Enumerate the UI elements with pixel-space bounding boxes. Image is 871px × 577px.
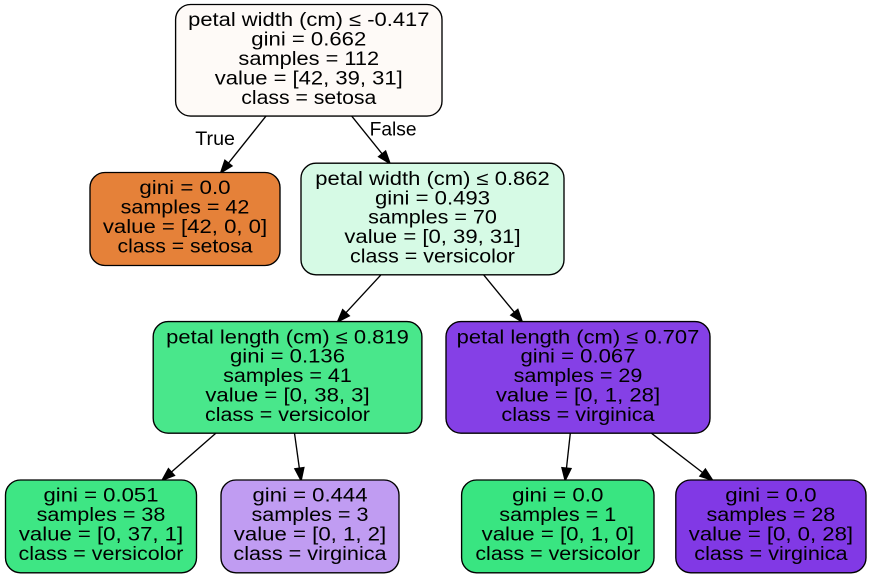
svg-text:petal width (cm) ≤ 0.862: petal width (cm) ≤ 0.862 [315,169,550,190]
svg-text:False: False [370,119,417,140]
svg-text:samples = 29: samples = 29 [514,366,643,387]
svg-text:gini = 0.0: gini = 0.0 [725,486,816,507]
svg-text:gini = 0.662: gini = 0.662 [251,30,366,51]
svg-text:class = setosa: class = setosa [118,236,253,257]
svg-text:value = [42, 0, 0]: value = [42, 0, 0] [103,217,267,238]
svg-text:samples = 41: samples = 41 [223,366,352,387]
svg-text:gini = 0.051: gini = 0.051 [44,486,159,507]
svg-text:gini = 0.444: gini = 0.444 [253,486,368,507]
svg-text:class = virginica: class = virginica [694,544,848,565]
svg-text:gini = 0.493: gini = 0.493 [375,188,490,209]
svg-text:value = [42, 39, 31]: value = [42, 39, 31] [215,68,403,89]
svg-text:gini = 0.0: gini = 0.0 [139,178,230,199]
svg-text:gini = 0.0: gini = 0.0 [512,486,603,507]
svg-text:samples = 70: samples = 70 [368,208,497,229]
svg-text:samples = 28: samples = 28 [707,505,836,526]
svg-text:gini = 0.067: gini = 0.067 [521,347,636,368]
svg-text:class = virginica: class = virginica [501,405,655,426]
svg-text:class = versicolor: class = versicolor [350,247,516,268]
svg-text:petal width (cm) ≤ -0.417: petal width (cm) ≤ -0.417 [188,10,429,31]
svg-text:gini = 0.136: gini = 0.136 [230,347,345,368]
svg-text:value = [0, 1, 2]: value = [0, 1, 2] [234,525,386,546]
svg-text:value = [0, 37, 1]: value = [0, 37, 1] [19,525,183,546]
svg-text:value = [0, 0, 28]: value = [0, 0, 28] [689,525,853,546]
svg-text:True: True [195,129,235,150]
svg-text:samples = 38: samples = 38 [37,505,166,526]
svg-text:value = [0, 1, 0]: value = [0, 1, 0] [482,525,634,546]
svg-text:samples = 1: samples = 1 [499,505,616,526]
svg-text:class = virginica: class = virginica [233,544,387,565]
svg-text:value = [0, 38, 3]: value = [0, 38, 3] [205,386,369,407]
svg-text:class = versicolor: class = versicolor [475,544,641,565]
svg-text:class = versicolor: class = versicolor [205,405,371,426]
svg-text:petal length (cm) ≤ 0.819: petal length (cm) ≤ 0.819 [166,327,409,348]
svg-text:samples = 42: samples = 42 [121,198,250,219]
svg-text:samples = 112: samples = 112 [238,49,379,70]
svg-text:petal length (cm) ≤ 0.707: petal length (cm) ≤ 0.707 [457,327,700,348]
svg-text:class = versicolor: class = versicolor [19,544,185,565]
svg-text:value = [0, 1, 28]: value = [0, 1, 28] [496,386,660,407]
svg-text:samples = 3: samples = 3 [252,505,369,526]
svg-text:class = setosa: class = setosa [241,88,376,109]
svg-text:value = [0, 39, 31]: value = [0, 39, 31] [344,227,520,248]
